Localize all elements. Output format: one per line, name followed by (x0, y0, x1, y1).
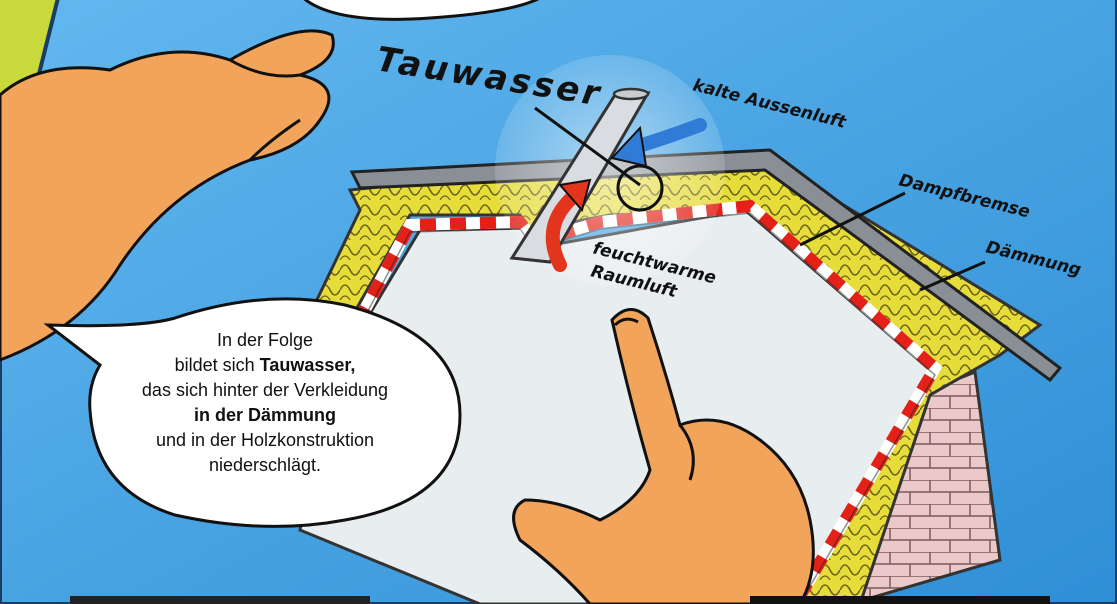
bottom-left-panel (70, 596, 370, 604)
speech-bubble-text: In der Folge bildet sich Tauwasser, das … (95, 328, 435, 478)
bubble-line-2-prefix: bildet sich (175, 355, 260, 375)
bubble-line-2: bildet sich Tauwasser, (95, 353, 435, 378)
bubble-line-4: in der Dämmung (95, 403, 435, 428)
bubble-line-4-bold: in der Dämmung (194, 405, 336, 425)
bubble-line-1: In der Folge (95, 328, 435, 353)
bubble-line-5: und in der Holzkonstruktion (95, 428, 435, 453)
bubble-line-6: niederschlägt. (95, 453, 435, 478)
bottom-right-panel (750, 596, 1050, 604)
bubble-line-3: das sich hinter der Verkleidung (95, 378, 435, 403)
bubble-line-2-bold: Tauwasser, (260, 355, 356, 375)
